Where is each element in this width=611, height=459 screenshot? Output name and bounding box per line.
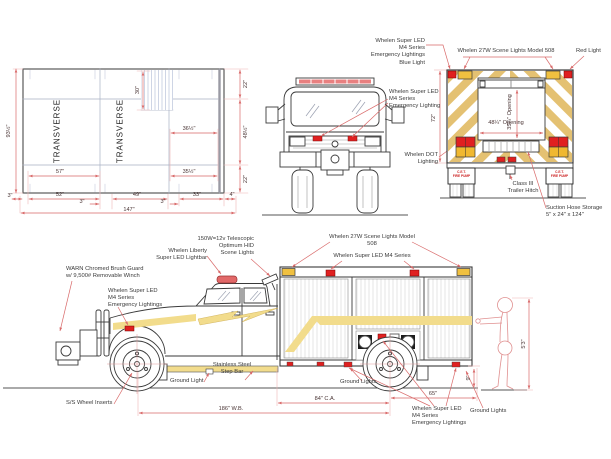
plan-transverse-right: TRANSVERSE xyxy=(115,98,125,164)
side-label-wheel-inserts: S/S Wheel Inserts xyxy=(66,400,113,406)
side-liberty-lightbar xyxy=(216,275,238,284)
rear-mud-flap-text-left: C.E.T. FIRE PUMP xyxy=(452,170,471,179)
side-body-stripe xyxy=(312,316,472,325)
plan-dim-total: 147" xyxy=(123,207,135,213)
plan-dim-57: 57" xyxy=(55,169,65,175)
side-dim-65: 65" xyxy=(428,391,438,397)
side-m4-light-body-1 xyxy=(325,269,336,277)
person-figure xyxy=(475,297,514,390)
side-label-ground-light: Ground Light xyxy=(170,378,204,384)
side-label-ground-lights-mid: Ground Lights xyxy=(340,379,377,385)
rear-light-cluster-right xyxy=(548,136,569,158)
rear-suction-tray xyxy=(482,140,540,153)
rear-wheels-right xyxy=(547,183,560,198)
plan-dim-3-mid: 3" xyxy=(79,199,85,205)
side-label-liberty-lightbar: Whelen Liberty Super LED Lightbar xyxy=(156,248,207,262)
plan-dim-30: 30" xyxy=(135,85,141,95)
rear-label-scene-lights: Whelen 27W Scene Lights Model 508 xyxy=(457,48,555,54)
front-view-drawing xyxy=(262,44,459,216)
front-m4-light-left xyxy=(312,135,323,142)
side-label-warn-winch: WARN Chromed Brush Guard w/ 9,500# Remov… xyxy=(66,266,144,280)
rear-label-suction-storage: Suction Hose Storage 5" x 24" x 124" xyxy=(546,205,603,219)
side-m4-light-cab xyxy=(124,325,135,332)
side-label-m4-body: Whelen Super LED M4 Series xyxy=(333,253,411,259)
side-cab-window-rear xyxy=(243,287,268,304)
side-label-m4-cab: Whelen Super LED M4 Series Emergency Lig… xyxy=(108,288,163,309)
front-wheel-right xyxy=(356,169,379,214)
plan-dim-height: 93½" xyxy=(6,124,12,138)
rear-light-cluster-left xyxy=(455,136,476,158)
side-ground-light-cab xyxy=(205,368,214,375)
rear-label-red-light: Red Light xyxy=(576,48,601,54)
side-label-m4-rear: Whelen Super LED M4 Series Emergency Lig… xyxy=(412,406,467,427)
plan-transverse-left: TRANSVERSE xyxy=(52,98,62,164)
side-front-wheel xyxy=(107,334,167,394)
side-telescopic-light xyxy=(261,273,279,286)
side-dim-wheelbase: 186" W.B. xyxy=(218,406,244,412)
rear-scene-light-right xyxy=(545,70,561,80)
side-m4-light-body-2 xyxy=(409,269,420,277)
rear-scene-light-left xyxy=(457,70,473,80)
rear-mud-flap-text-right: C.E.T. FIRE PUMP xyxy=(550,170,569,179)
side-label-scene-lights: Whelen 27W Scene Lights Model 508 xyxy=(329,234,415,248)
front-headlight-left xyxy=(289,136,306,147)
plan-dim-4: 4" xyxy=(229,192,235,198)
front-headlight-right xyxy=(364,136,381,147)
side-label-telescopic-lights: 150W=12v Telescopic Optimum HID Scene Li… xyxy=(197,236,254,257)
rear-label-trailer-hitch: Class III Trailer Hitch xyxy=(507,181,539,195)
plan-dim-35: 35½" xyxy=(182,169,196,175)
plan-dim-3-left: 3" xyxy=(7,193,13,199)
side-front-bumper xyxy=(79,329,98,357)
front-label-m4: Whelen Super LED M4 Series Emergency Lig… xyxy=(389,89,441,110)
plan-dim-48: 48½" xyxy=(243,125,249,139)
side-scene-light-front xyxy=(281,268,296,276)
plan-dim-49: 49" xyxy=(132,192,142,198)
plan-dim-22-bottom: 22" xyxy=(243,174,249,184)
rear-wheels-left xyxy=(449,183,462,198)
side-label-step-bar: Stainless Steel Step Bar xyxy=(212,362,252,376)
side-label-ground-lights-rear: Ground Lights xyxy=(470,408,507,414)
rear-view-drawing xyxy=(434,55,586,209)
plan-dim-3-right: 3" xyxy=(160,199,166,205)
plan-dim-36: 36½" xyxy=(182,126,196,132)
rear-corner-light-left xyxy=(447,70,457,79)
rear-corner-light-right xyxy=(563,70,573,79)
rear-trailer-hitch xyxy=(505,165,516,175)
plan-dim-22-top: 22" xyxy=(243,79,249,89)
rear-dim-72: 72" xyxy=(431,113,437,123)
plan-hatch-area xyxy=(141,70,173,110)
side-cab-window-front xyxy=(203,287,241,305)
front-mirror-left xyxy=(265,106,279,124)
side-m4-light-lower-1 xyxy=(343,361,353,368)
side-scene-light-rear xyxy=(456,268,471,276)
plan-dim-33: 33" xyxy=(192,192,202,198)
side-dim-9: 9" xyxy=(466,375,472,381)
side-winch xyxy=(55,341,81,361)
plan-dim-52: 52" xyxy=(55,192,65,198)
front-wheel-left xyxy=(291,169,314,214)
plan-view-drawing xyxy=(11,68,249,215)
side-dim-ca: 84" C.A. xyxy=(314,396,336,402)
side-m4-light-lower-2 xyxy=(451,361,461,368)
rear-dim-opening-horizontal: 48¼" Opening xyxy=(488,120,524,126)
side-rear-wheel xyxy=(360,334,420,394)
side-view-drawing xyxy=(3,241,533,416)
front-winch xyxy=(320,149,350,171)
rear-mud-flap-right xyxy=(545,167,574,185)
front-mirror-right xyxy=(391,106,405,124)
rear-mud-flap-left xyxy=(447,167,476,185)
side-dim-person-height: 5'3" xyxy=(521,339,527,349)
front-label-dot-lighting: Whelen DOT Lighting xyxy=(404,152,438,166)
front-windshield xyxy=(290,91,380,127)
front-label-blue-light: Whelen Super LED M4 Series Emergency Lig… xyxy=(370,38,425,66)
